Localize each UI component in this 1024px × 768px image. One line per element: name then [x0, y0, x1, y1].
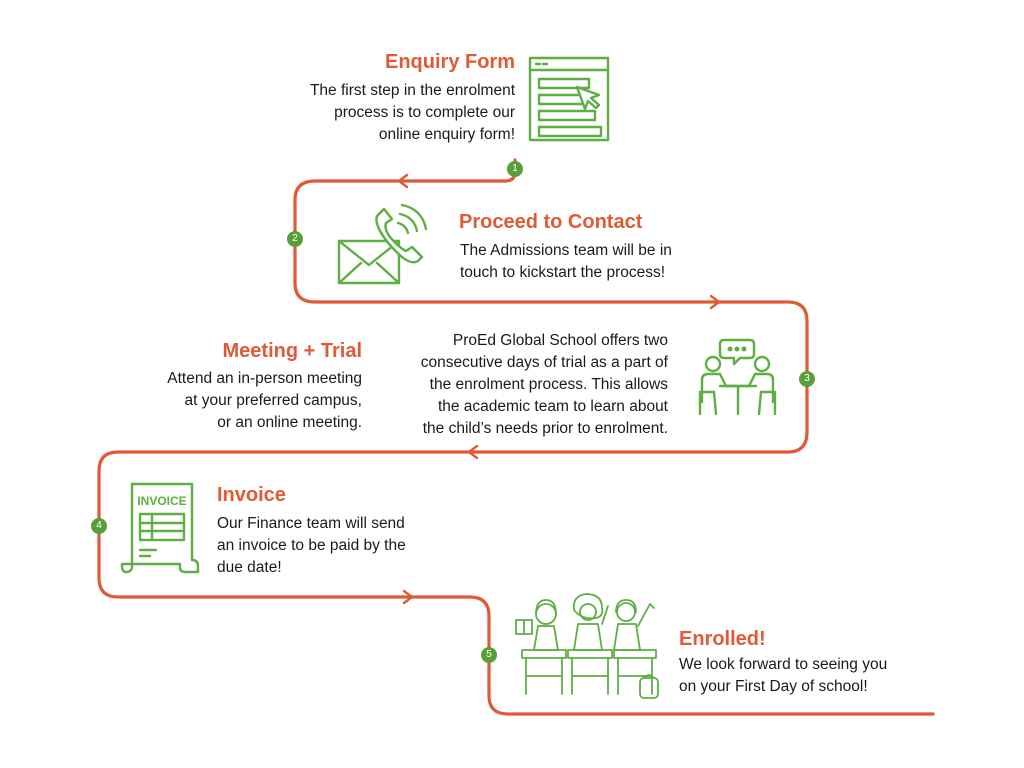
description-line: an invoice to be paid by the	[217, 537, 406, 554]
meeting-icon	[698, 338, 777, 416]
description-line: the enrolment process. This allows	[429, 376, 668, 393]
description-line: on your First Day of school!	[679, 678, 868, 695]
description-line: ProEd Global School offers two	[452, 332, 668, 349]
step-description-enquiry-form: The first step in the enrolment process …	[255, 80, 515, 146]
description-line: at your preferred campus,	[184, 392, 362, 409]
description-line: the child’s needs prior to enrolment.	[422, 420, 668, 437]
description-line: or an online meeting.	[217, 414, 362, 431]
description-line: consecutive days of trial as a part of	[420, 354, 668, 371]
students-icon	[515, 593, 659, 699]
step-marker-5: 5	[481, 647, 497, 663]
step-marker-4: 4	[91, 518, 107, 534]
description-line: due date!	[217, 559, 282, 576]
step-marker-2: 2	[287, 231, 303, 247]
step-description-meeting-trial: Attend an in-person meeting at your pref…	[122, 368, 362, 434]
description-line: The Admissions team will be in	[460, 242, 672, 259]
step-title-invoice: Invoice	[217, 484, 286, 506]
description-line: touch to kickstart the process!	[460, 264, 666, 281]
description-line: process is to complete our	[334, 104, 515, 121]
description-line: online enquiry form!	[378, 126, 515, 143]
step-description-enrolled: We look forward to seeing you on your Fi…	[679, 654, 939, 698]
description-line: the academic team to learn about	[437, 398, 668, 415]
description-line: Attend an in-person meeting	[167, 370, 362, 387]
direction-arrow	[709, 294, 721, 310]
step-description-invoice: Our Finance team will send an invoice to…	[217, 513, 457, 579]
step-marker-1: 1	[507, 161, 523, 177]
direction-arrow	[397, 173, 409, 189]
phone-envelope-icon	[337, 203, 428, 285]
description-line: We look forward to seeing you	[679, 656, 888, 673]
step-title-proceed-to-contact: Proceed to Contact	[459, 211, 643, 233]
step-title-enquiry-form: Enquiry Form	[384, 51, 515, 73]
step-title-meeting-trial: Meeting + Trial	[222, 340, 362, 362]
process-path-line	[97, 158, 935, 716]
description-line: The first step in the enrolment	[309, 82, 515, 99]
step-detail-meeting-trial: ProEd Global School offers two consecuti…	[368, 330, 668, 440]
direction-arrow	[402, 589, 414, 605]
form-cursor-icon	[528, 56, 610, 142]
invoice-icon: INVOICE	[120, 482, 200, 574]
description-line: Our Finance team will send	[217, 515, 405, 532]
step-marker-3: 3	[799, 371, 815, 387]
direction-arrow	[467, 444, 479, 460]
invoice-icon-label: INVOICE	[137, 494, 186, 508]
step-description-proceed-to-contact: The Admissions team will be in touch to …	[460, 240, 740, 284]
step-title-enrolled: Enrolled!	[679, 628, 766, 650]
